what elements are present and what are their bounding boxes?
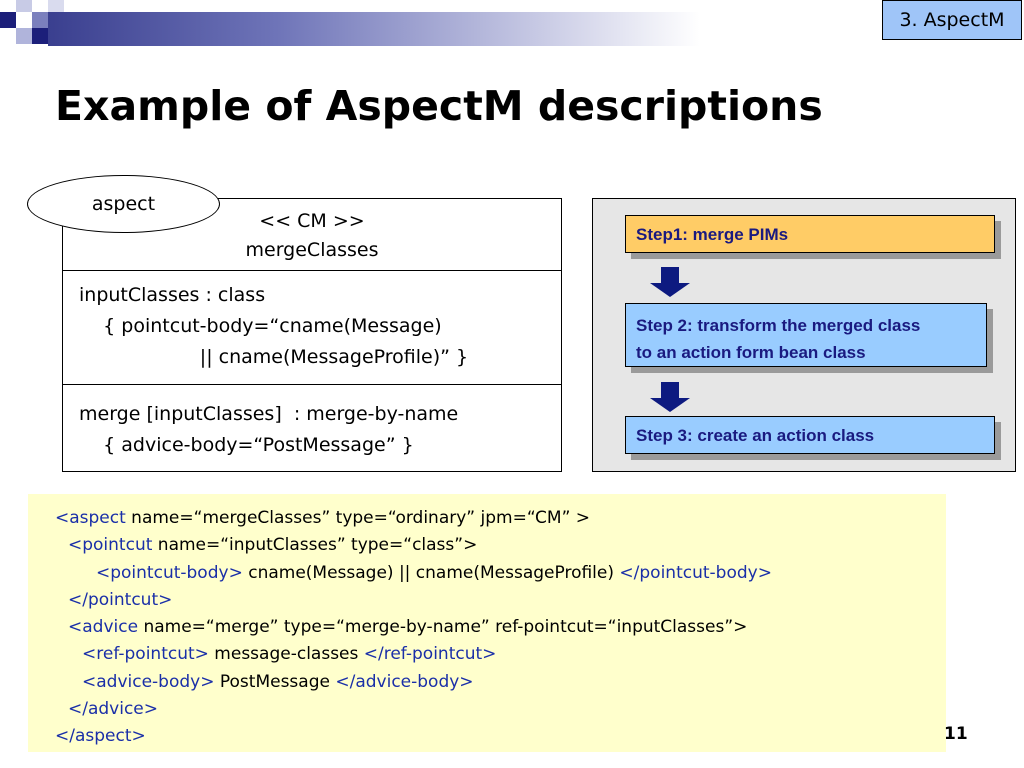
xml-tag: </pointcut> [68, 589, 173, 610]
step1-box: Step1: merge PIMs [625, 215, 995, 253]
xml-tag: </advice-body> [335, 671, 474, 692]
cm-advice-section: merge [inputClasses] : merge-by-name { a… [63, 385, 561, 473]
xml-attrs: name=“mergeClasses” type=“ordinary” jpm=… [125, 508, 591, 528]
xml-line: </advice> [55, 696, 946, 723]
decor-square [32, 12, 48, 28]
decor-square [0, 12, 16, 28]
xml-tag: </advice> [68, 699, 159, 720]
xml-line: <ref-pointcut> message-classes </ref-poi… [55, 641, 946, 668]
xml-line: <advice name=“merge” type=“merge-by-name… [55, 614, 946, 641]
page-number: 11 [944, 724, 968, 744]
step2-box: Step 2: transform the merged class to an… [625, 303, 987, 367]
down-arrow-icon [650, 382, 690, 412]
xml-attrs: name=“inputClasses” type=“class”> [152, 535, 478, 556]
cm-class-name: mergeClasses [245, 239, 379, 261]
cm-advice-line: { advice-body=“PostMessage” } [79, 434, 414, 456]
xml-tag: <advice-body> [82, 671, 215, 692]
cm-pointcut-line: { pointcut-body=“cname(Message) [79, 315, 442, 337]
xml-line: </aspect> [55, 723, 946, 750]
decor-square [48, 0, 64, 12]
cm-pointcut-line: inputClasses : class [79, 284, 266, 306]
xml-tag: </aspect> [55, 726, 146, 747]
cm-box-header: << CM >> mergeClasses [63, 199, 561, 271]
xml-tag: <ref-pointcut> [82, 644, 209, 665]
xml-text: PostMessage [214, 671, 336, 692]
xml-code-block: <aspect name=“mergeClasses” type=“ordina… [28, 494, 946, 752]
cm-stereotype: << CM >> [259, 210, 365, 232]
down-arrow-icon [650, 267, 690, 297]
xml-tag: </pointcut-body> [619, 562, 772, 583]
xml-tag: <pointcut [68, 535, 153, 556]
xml-tag: </ref-pointcut> [363, 644, 497, 665]
step2-line: to an action form bean class [636, 343, 866, 362]
xml-line: <advice-body> PostMessage </advice-body> [55, 669, 946, 696]
step3-box: Step 3: create an action class [625, 416, 995, 454]
page-title: Example of AspectM descriptions [55, 82, 823, 130]
xml-text: cname(Message) || cname(MessageProfile) [242, 562, 620, 583]
step2-line: Step 2: transform the merged class [636, 316, 921, 335]
xml-tag: <advice [68, 617, 139, 638]
xml-line: <pointcut name=“inputClasses” type=“clas… [55, 532, 946, 559]
decor-square [16, 28, 32, 44]
cm-box: << CM >> mergeClasses inputClasses : cla… [62, 198, 562, 472]
header-decoration [0, 0, 700, 56]
cm-pointcut-line: || cname(MessageProfile)” } [79, 346, 469, 368]
section-tag: 3. AspectM [882, 0, 1022, 40]
xml-text: message-classes [208, 644, 364, 665]
xml-tag: <aspect [55, 508, 126, 528]
aspect-ellipse-label: aspect [27, 175, 220, 233]
cm-advice-line: merge [inputClasses] : merge-by-name [79, 403, 459, 425]
decor-square [16, 0, 32, 12]
xml-line: </pointcut> [55, 587, 946, 614]
header-gradient-banner [48, 12, 700, 46]
cm-pointcut-section: inputClasses : class { pointcut-body=“cn… [63, 271, 561, 385]
decor-square [32, 28, 48, 44]
xml-line: <pointcut-body> cname(Message) || cname(… [55, 560, 946, 587]
xml-tag: <pointcut-body> [96, 562, 243, 583]
xml-attrs: name=“merge” type=“merge-by-name” ref-po… [138, 617, 748, 638]
xml-line: <aspect name=“mergeClasses” type=“ordina… [55, 505, 946, 532]
